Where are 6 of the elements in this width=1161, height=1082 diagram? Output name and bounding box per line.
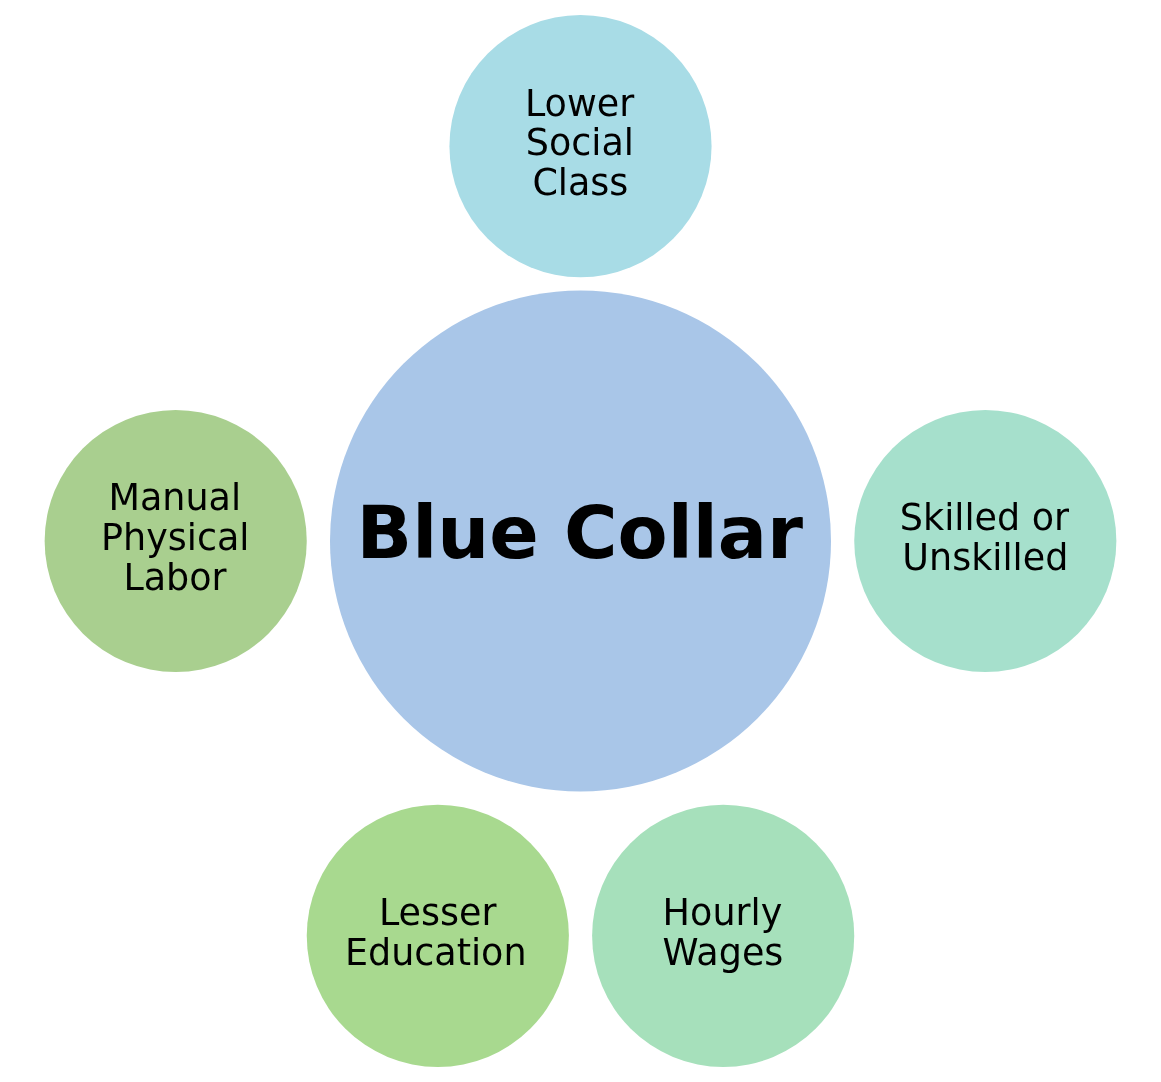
node-circle: Lesser Education	[306, 804, 569, 1067]
node-circle: Skilled or Unskilled	[854, 409, 1117, 673]
node-circle: Hourly Wages	[592, 804, 855, 1067]
node-circle: Blue Collar	[330, 290, 831, 792]
node-circle: Lower Social Class	[449, 15, 712, 278]
node-circle: Manual Physical Labor	[44, 409, 307, 673]
